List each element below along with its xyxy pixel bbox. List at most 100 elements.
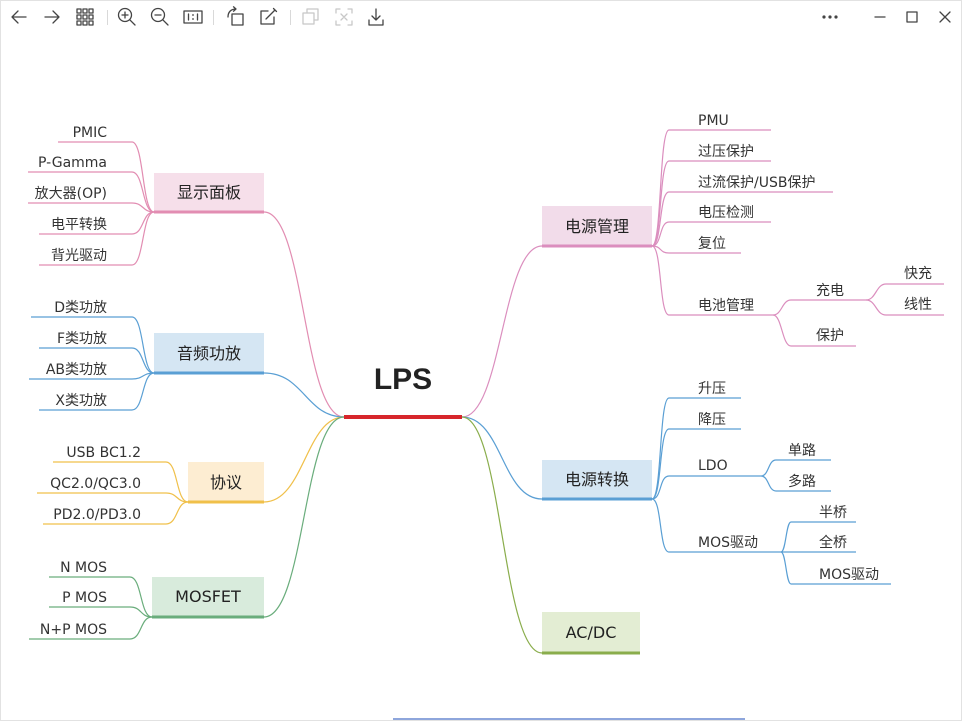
connector-root-power-management <box>461 245 543 418</box>
connector-voltage-detection <box>651 221 771 247</box>
protocol-box <box>188 462 264 502</box>
p-mos-label: P MOS <box>62 590 107 606</box>
connector-root-display-panel <box>263 211 345 418</box>
connector-overvoltage-protection <box>651 160 771 247</box>
edit-button[interactable] <box>254 3 282 31</box>
full-bridge-label: 全桥 <box>819 534 847 551</box>
connector-pd20-pd30 <box>43 501 189 525</box>
class-ab-amp-label: AB类功放 <box>46 362 107 378</box>
protocol-label: 协议 <box>210 473 242 492</box>
branch-mosfet: MOSFET N MOS P MOS N+P MOS <box>29 416 345 640</box>
power-management-label: 电源管理 <box>565 217 629 236</box>
save-icon <box>368 8 384 26</box>
charging-label: 充电 <box>816 283 844 299</box>
save-button[interactable] <box>362 3 390 31</box>
audio-amplifier-label: 音频功放 <box>177 344 241 363</box>
connector-class-f-amp <box>39 347 155 374</box>
overvoltage-protection-label: 过压保护 <box>698 144 754 160</box>
connector-boost <box>651 397 741 500</box>
branch-display-panel: 显示面板 PMIC P-Gamma 放大器(OP) 电平转换 背光驱动 <box>28 125 345 418</box>
class-x-amp-label: X类功放 <box>55 393 107 409</box>
more-icon <box>822 15 838 19</box>
connector-amplifier-op <box>28 202 155 213</box>
forward-button[interactable] <box>38 3 66 31</box>
buck-label: 降压 <box>698 412 726 428</box>
branch-ac-dc: AC/DC <box>461 416 640 655</box>
zoom-in-icon <box>117 7 136 26</box>
audio-amplifier-box <box>154 333 264 373</box>
connector-p-mos <box>49 606 153 618</box>
mosfet-label: MOSFET <box>175 587 241 606</box>
connector-pmu <box>651 129 771 247</box>
toolbar-divider <box>213 10 214 25</box>
maximize-button[interactable] <box>898 3 926 31</box>
back-button[interactable] <box>5 3 33 31</box>
connector-usb-bc12 <box>53 461 189 503</box>
battery-management-label: 电池管理 <box>698 298 754 314</box>
more-button[interactable] <box>816 3 844 31</box>
actual-size-button[interactable] <box>179 3 207 31</box>
maximize-icon <box>906 11 918 23</box>
level-shift-label: 电平转换 <box>51 216 107 233</box>
back-arrow-icon <box>11 10 27 24</box>
connector-class-d-amp <box>31 316 155 374</box>
select-icon <box>335 8 353 26</box>
connector-charging <box>772 299 866 316</box>
n-mos-label: N MOS <box>60 560 107 576</box>
p-gamma-label: P-Gamma <box>38 155 107 171</box>
power-conversion-box <box>542 460 652 499</box>
connector-root-mosfet <box>263 416 345 618</box>
single-channel-label: 单路 <box>788 443 816 459</box>
linear-charge-label: 线性 <box>904 297 932 313</box>
select-button[interactable] <box>330 3 358 31</box>
rotate-button[interactable] <box>222 3 250 31</box>
pd20-pd30-label: PD2.0/PD3.0 <box>53 507 141 523</box>
edit-icon <box>260 7 278 25</box>
ac-dc-box <box>542 612 640 653</box>
connector-mos-driver <box>651 498 781 553</box>
connector-battery-protection <box>772 314 856 347</box>
window-bottom-highlight <box>393 718 745 720</box>
actual-size-icon <box>183 10 203 24</box>
connector-n-p-mos <box>29 616 153 640</box>
connector-battery-management <box>651 245 773 316</box>
connector-mos-driver-sub <box>780 551 891 585</box>
branch-power-conversion: 电源转换 升压 降压 LDO 单路 多路 MOS驱动 半桥 全桥 MOS驱动 <box>461 381 891 585</box>
close-button[interactable] <box>931 3 959 31</box>
connector-class-x-amp <box>39 372 155 411</box>
n-p-mos-label: N+P MOS <box>40 622 107 638</box>
power-conversion-label: 电源转换 <box>565 470 629 489</box>
mosfet-box <box>152 577 264 617</box>
connector-multi-channel <box>760 475 831 492</box>
zoom-out-button[interactable] <box>146 3 174 31</box>
connector-linear-charge <box>865 299 944 316</box>
connector-n-mos <box>49 576 153 618</box>
minimize-icon <box>874 16 886 18</box>
minimize-button[interactable] <box>866 3 894 31</box>
class-f-amp-label: F类功放 <box>57 331 107 347</box>
connector-backlight-driver <box>39 211 155 266</box>
mos-driver-label: MOS驱动 <box>698 535 758 551</box>
mos-driver-sub-label: MOS驱动 <box>819 567 879 583</box>
class-d-amp-label: D类功放 <box>54 300 107 316</box>
qc20-qc30-label: QC2.0/QC3.0 <box>50 476 141 492</box>
connector-p-gamma <box>28 171 155 213</box>
ac-dc-label: AC/DC <box>566 623 617 642</box>
grid-view-button[interactable] <box>71 3 99 31</box>
ldo-label: LDO <box>698 458 728 474</box>
copy-button[interactable] <box>297 3 325 31</box>
display-panel-box <box>154 173 264 212</box>
toolbar <box>1 1 961 33</box>
amplifier-op-label: 放大器(OP) <box>35 186 107 202</box>
forward-arrow-icon <box>44 10 60 24</box>
connector-qc20-qc30 <box>37 492 189 503</box>
zoom-in-button[interactable] <box>113 3 141 31</box>
fast-charge-label: 快充 <box>904 266 932 282</box>
boost-label: 升压 <box>698 381 726 397</box>
root-topic: LPS <box>344 363 462 419</box>
connector-pmic <box>58 141 155 213</box>
grid-view-icon <box>76 8 94 26</box>
